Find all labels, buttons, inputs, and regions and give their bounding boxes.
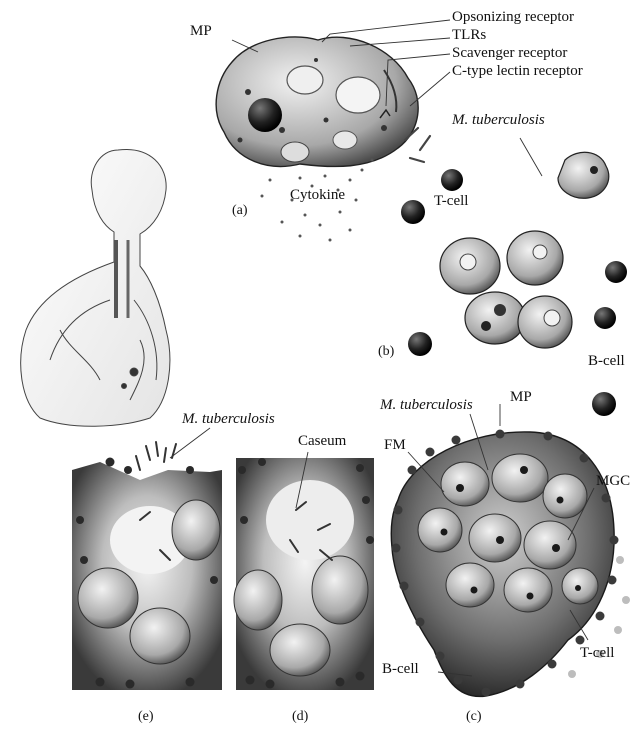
label-c-type-lectin-receptor: C-type lectin receptor — [452, 64, 583, 79]
panel-label-d: (d) — [292, 710, 308, 724]
label-mp-mid: MP — [510, 390, 532, 405]
ruptured-granuloma-e — [72, 442, 222, 690]
label-cytokine: Cytokine — [290, 188, 345, 203]
caseous-granuloma-d — [234, 458, 374, 690]
macrophage-a — [216, 37, 418, 167]
label-mp-top: MP — [190, 24, 212, 39]
label-mgc: MGC — [596, 474, 630, 489]
label-mtb-top: M. tuberculosis — [452, 113, 545, 128]
panel-label-e: (e) — [138, 710, 154, 724]
label-fm: FM — [384, 438, 406, 453]
macrophage-cluster-b — [440, 152, 609, 348]
label-caseum: Caseum — [298, 434, 346, 449]
panel-label-a: (a) — [232, 204, 248, 218]
human-body-sketch — [21, 149, 170, 426]
label-b-cell-right: B-cell — [588, 354, 625, 369]
label-t-cell-bottom: T-cell — [580, 646, 614, 661]
label-opsonizing-receptor: Opsonizing receptor — [452, 10, 574, 25]
label-tlrs: TLRs — [452, 28, 486, 43]
label-mtb-mid: M. tuberculosis — [380, 398, 473, 413]
label-scavenger-receptor: Scavenger receptor — [452, 46, 567, 61]
label-b-cell-bottom: B-cell — [382, 662, 419, 677]
panel-label-b: (b) — [378, 345, 394, 359]
label-t-cell-top: T-cell — [434, 194, 468, 209]
panel-label-c: (c) — [466, 710, 482, 724]
label-mtb-left: M. tuberculosis — [182, 412, 275, 427]
